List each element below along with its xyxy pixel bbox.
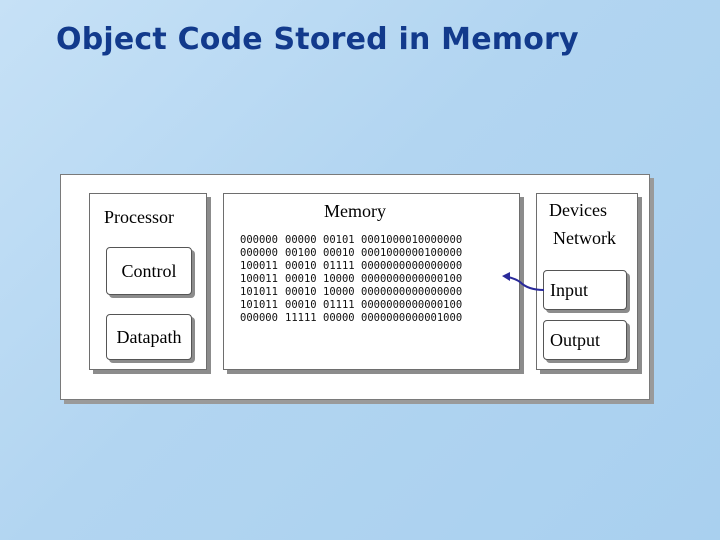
memory-cell: 00101 [323, 234, 355, 246]
network-label: Network [553, 228, 616, 248]
memory-cell: 000000 [240, 312, 278, 324]
memory-row: 100011 00010 01111 0000000000000000 [240, 260, 481, 273]
memory-title: Memory [324, 201, 386, 221]
memory-cell: 100011 [240, 273, 278, 285]
memory-row: 101011 00010 01111 0000000000000100 [240, 299, 481, 312]
memory-cell: 00100 [285, 247, 317, 259]
memory-cell: 01111 [323, 260, 355, 272]
processor-panel: Processor Control Datapath [89, 193, 207, 370]
memory-cell: 000000 [240, 234, 278, 246]
memory-cell: 100011 [240, 260, 278, 272]
memory-cell: 0001000000100000 [361, 247, 463, 259]
memory-cell: 0000000000000100 [361, 299, 463, 311]
memory-cell: 01111 [323, 299, 355, 311]
output-box: Output [543, 320, 627, 360]
memory-cell: 00010 [285, 273, 317, 285]
devices-panel: Devices Network Input Output [536, 193, 638, 370]
devices-title: Devices [549, 200, 607, 220]
processor-title: Processor [104, 207, 174, 227]
memory-row: 100011 00010 10000 0000000000000100 [240, 273, 481, 286]
memory-cell: 0001000010000000 [361, 234, 463, 246]
memory-cell: 00000 [323, 312, 355, 324]
memory-row: 000000 11111 00000 0000000000001000 [240, 312, 481, 325]
input-to-memory-arrow-icon [502, 272, 545, 291]
memory-row: 000000 00100 00010 0001000000100000 [240, 247, 481, 260]
memory-cell: 10000 [323, 286, 355, 298]
memory-cell: 0000000000001000 [361, 312, 463, 324]
memory-cell: 101011 [240, 286, 278, 298]
memory-cell: 00010 [285, 299, 317, 311]
control-box: Control [106, 247, 192, 295]
memory-cell: 0000000000000000 [361, 260, 463, 272]
memory-cell: 00010 [323, 247, 355, 259]
memory-cell: 00010 [285, 260, 317, 272]
memory-cell: 101011 [240, 299, 278, 311]
memory-cell: 000000 [240, 247, 278, 259]
slide-title: Object Code Stored in Memory [56, 22, 579, 57]
memory-row: 101011 00010 10000 0000000000000000 [240, 286, 481, 299]
memory-cell: 00010 [285, 286, 317, 298]
input-box: Input [543, 270, 627, 310]
memory-cell: 0000000000000100 [361, 273, 463, 285]
computer-diagram: Processor Control Datapath Memory 000000… [60, 174, 650, 400]
memory-cell: 0000000000000000 [361, 286, 463, 298]
memory-cell: 11111 [285, 312, 317, 324]
datapath-box: Datapath [106, 314, 192, 360]
memory-cell: 00000 [285, 234, 317, 246]
memory-cell: 10000 [323, 273, 355, 285]
